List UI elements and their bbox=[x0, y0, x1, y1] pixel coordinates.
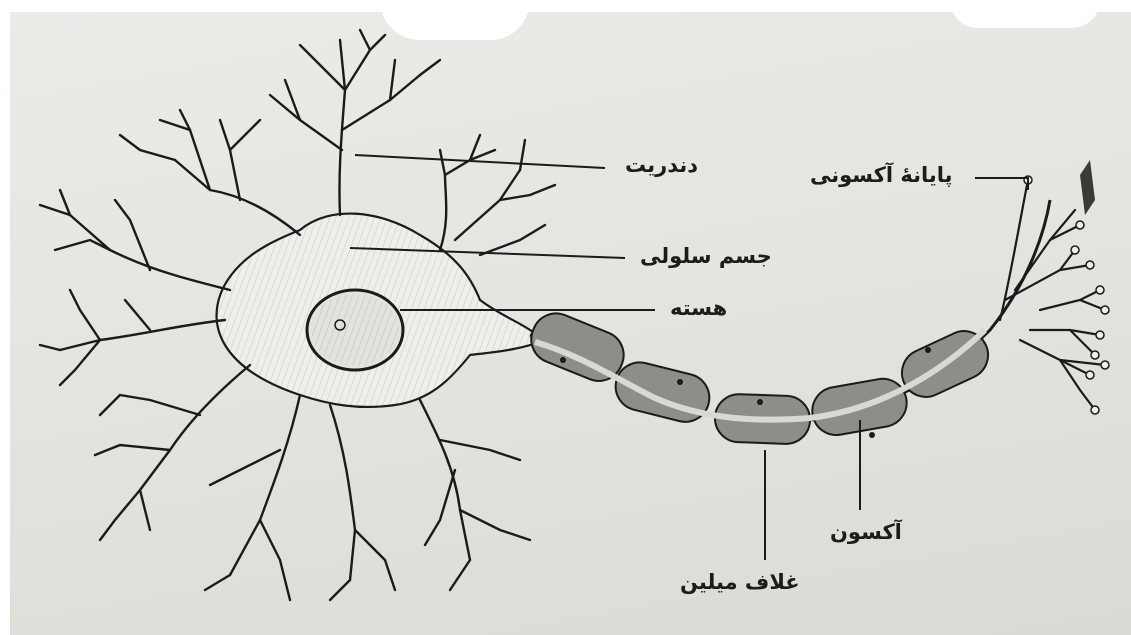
label-dendrite: دندریت bbox=[625, 155, 698, 176]
label-axon-terminal: پایانهٔ آکسونی bbox=[810, 165, 953, 186]
debris-shape bbox=[1080, 160, 1095, 215]
nucleus-texture bbox=[311, 294, 399, 366]
label-cell-body: جسم سلولی bbox=[640, 246, 772, 267]
terminal-boutons bbox=[1024, 176, 1109, 414]
label-axon: آکسون bbox=[830, 522, 902, 543]
label-myelin-sheath: غلاف میلین bbox=[680, 572, 800, 593]
label-nucleus: هسته bbox=[670, 298, 727, 319]
axon-terminal-leader bbox=[975, 178, 1028, 190]
